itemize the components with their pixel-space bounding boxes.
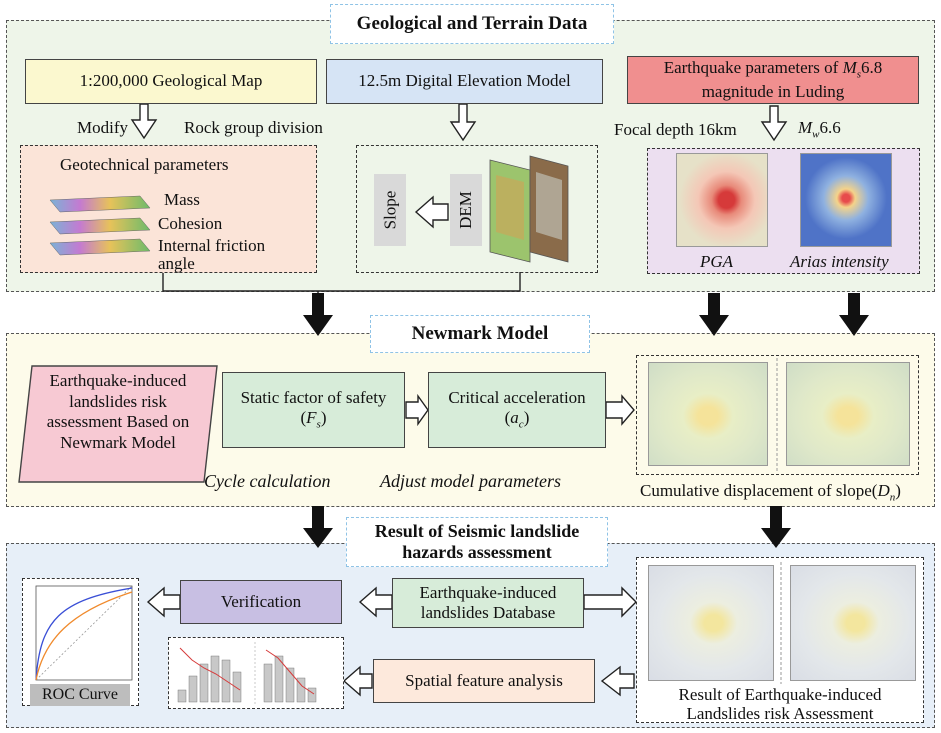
verification-box: Verification [180, 580, 342, 624]
earthquake-params-box: Earthquake parameters of Ms6.8 magnitude… [627, 56, 919, 104]
eq-risk-text: Earthquake-induced landslides risk asses… [46, 371, 190, 452]
critical-accel-symbol: (ac) [504, 408, 530, 431]
bar-charts-panel [168, 637, 344, 709]
dem-panel [356, 145, 598, 273]
arias-caption: Arias intensity [790, 252, 889, 271]
risk-map-left [648, 565, 774, 681]
slope-label: Slope [379, 190, 399, 230]
static-safety-symbol: (Fs) [300, 408, 327, 431]
earthquake-params-text: Earthquake parameters of Ms6.8 magnitude… [663, 58, 883, 101]
cycle-calculation-label: Cycle calculation [204, 471, 331, 491]
mw-label: Mw6.6 [798, 118, 841, 141]
geotech-title: Geotechnical parameters [60, 155, 229, 174]
cohesion-label: Cohesion [158, 214, 223, 233]
risk-result-caption: Result of Earthquake-induced Landslides … [678, 685, 882, 723]
spatial-analysis-box: Spatial feature analysis [373, 659, 595, 703]
slope-box: Slope [374, 174, 406, 246]
static-safety-label: Static factor of safety [240, 388, 387, 408]
roc-label: ROC Curve [30, 684, 130, 706]
cumulative-map-left [648, 362, 768, 466]
result-title: Result of Seismic landslide hazards asse… [346, 517, 608, 567]
newmark-title: Newmark Model [370, 315, 590, 353]
rock-group-label: Rock group division [184, 118, 323, 137]
cumulative-map-right [786, 362, 910, 466]
dem-label: DEM [455, 191, 475, 229]
modify-label: Modify [77, 118, 128, 137]
pga-caption: PGA [700, 252, 734, 271]
cumulative-panel [636, 355, 919, 475]
eq-risk-parallelogram: Earthquake-induced landslides risk asses… [18, 365, 218, 483]
critical-accel-box: Critical acceleration (ac) [428, 372, 606, 448]
static-safety-box: Static factor of safety (Fs) [222, 372, 405, 448]
dem-label-box: DEM [450, 174, 482, 246]
mass-label: Mass [164, 190, 200, 209]
geo-terrain-title: Geological and Terrain Data [330, 4, 614, 44]
cumulative-caption: Cumulative displacement of slope(Dn) [640, 481, 901, 504]
friction-label: Internal friction angle [158, 236, 266, 273]
focal-depth-label: Focal depth 16km [614, 120, 737, 139]
geological-map-box: 1:200,000 Geological Map [25, 59, 317, 104]
dem-box: 12.5m Digital Elevation Model [326, 59, 603, 104]
adjust-params-label: Adjust model parameters [380, 471, 561, 491]
landslide-database-box: Earthquake-induced landslides Database [392, 578, 584, 628]
pga-map [676, 153, 768, 247]
arias-map [800, 153, 892, 247]
risk-map-right [790, 565, 916, 681]
critical-accel-label: Critical acceleration [448, 388, 586, 408]
